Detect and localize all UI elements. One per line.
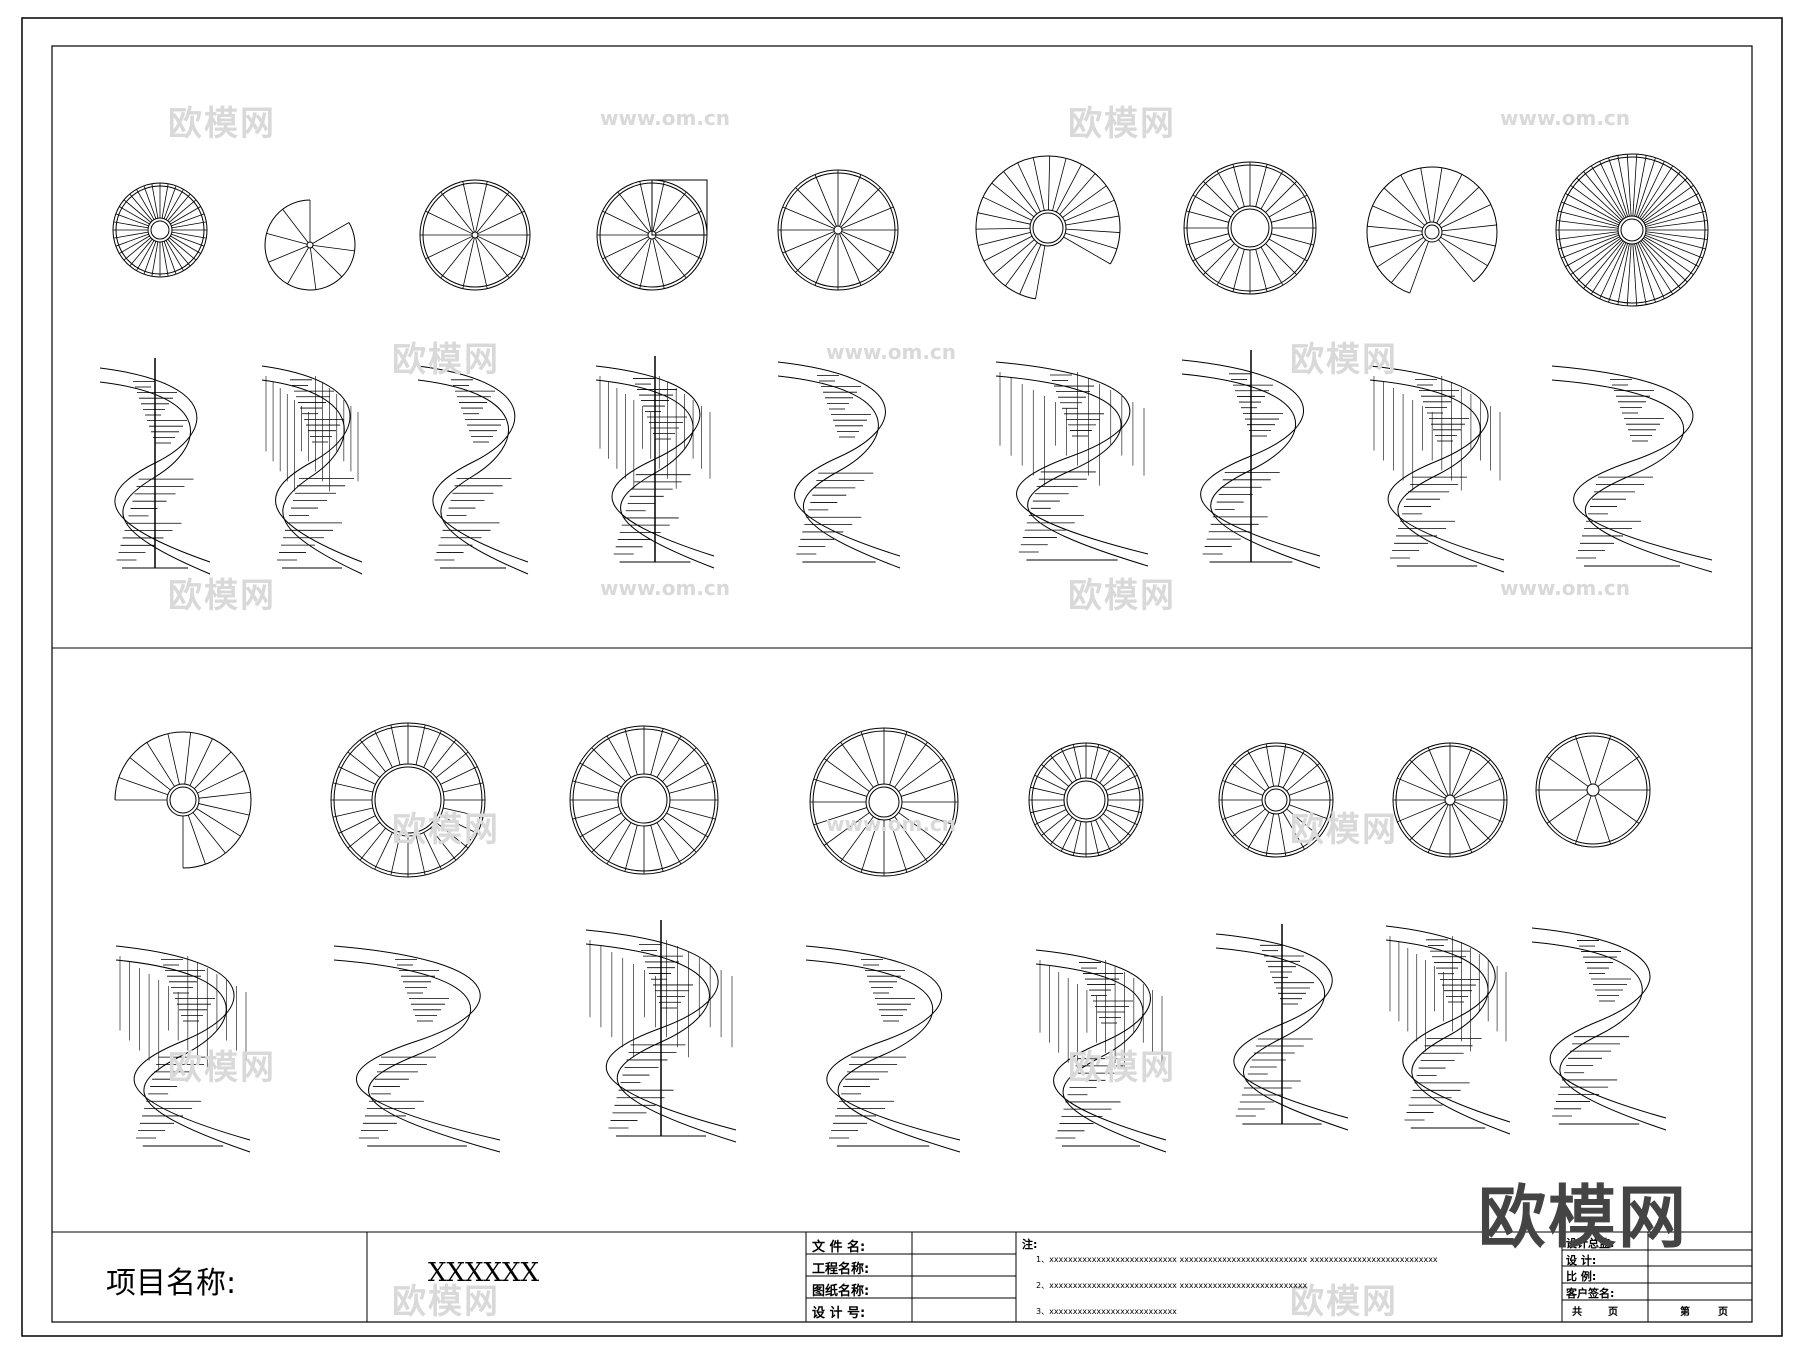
page-unit-label: 页 <box>1718 1307 1728 1318</box>
scale-label: 比 例: <box>1566 1270 1597 1283</box>
notes-heading: 注: <box>1022 1238 1038 1251</box>
stair-elevation-views <box>99 350 1713 1153</box>
design-director-label: 设计总监: <box>1566 1237 1615 1250</box>
stair-plan <box>569 725 719 875</box>
note-line: 2、xxxxxxxxxxxxxxxxxxxxxxxxxxx xxxxxxxxxx… <box>1036 1281 1308 1290</box>
stair-plan <box>975 155 1121 300</box>
stair-elevation <box>585 920 737 1143</box>
stair-plan <box>777 169 899 291</box>
stair-plan <box>1555 153 1709 307</box>
stair-plan <box>1183 161 1317 295</box>
design-number-label: 设 计 号: <box>812 1306 866 1321</box>
page-unit-label: 页 <box>1608 1307 1618 1318</box>
project-name-value: XXXXXX <box>428 1258 540 1288</box>
client-signature-label: 客户签名: <box>1566 1287 1615 1300</box>
stair-plan <box>809 727 959 877</box>
stair-plan <box>112 182 208 278</box>
stair-plan <box>419 179 531 291</box>
stair-elevation <box>1551 365 1713 573</box>
inner-border <box>51 45 1753 1323</box>
outer-border <box>21 17 1783 1337</box>
stair-plan <box>114 731 252 869</box>
stair-plan <box>1218 742 1334 858</box>
stair-plan <box>1028 742 1144 858</box>
stair-elevation <box>1035 949 1167 1153</box>
stair-elevation <box>995 361 1149 567</box>
stair-elevation <box>1369 365 1505 573</box>
stair-elevation <box>333 945 501 1153</box>
stair-plan <box>596 179 708 291</box>
stair-elevation <box>1181 350 1321 569</box>
stair-elevation <box>99 358 211 575</box>
title-block <box>52 1231 1752 1322</box>
project-title-label: 工程名称: <box>812 1262 870 1277</box>
designer-label: 设 计: <box>1566 1254 1597 1267</box>
stair-plan <box>1366 166 1498 294</box>
stair-plan-views <box>112 153 1709 878</box>
stair-elevation <box>261 365 363 575</box>
page-current-label: 第 <box>1680 1307 1690 1318</box>
stair-elevation <box>1531 927 1667 1131</box>
stair-plan <box>1535 732 1651 848</box>
stair-elevation <box>1385 925 1511 1135</box>
stair-elevation <box>1215 924 1349 1131</box>
drawing-name-label: 图纸名称: <box>812 1284 870 1299</box>
stair-elevation <box>115 945 251 1153</box>
project-name-label: 项目名称: <box>106 1266 237 1301</box>
page-total-label: 共 <box>1572 1307 1582 1318</box>
stair-elevation <box>805 945 961 1153</box>
stair-plan <box>264 199 356 291</box>
stair-elevation <box>777 361 901 569</box>
note-line: 1、xxxxxxxxxxxxxxxxxxxxxxxxxxx xxxxxxxxxx… <box>1036 1255 1438 1264</box>
file-field-label: 文 件 名: <box>812 1240 866 1255</box>
stair-elevation <box>417 365 529 575</box>
corner-brand-logo: 欧模网 <box>1478 1179 1689 1258</box>
stair-plan <box>330 722 486 878</box>
stair-plan <box>1392 742 1508 858</box>
note-line: 3、xxxxxxxxxxxxxxxxxxxxxxxxxxx <box>1036 1307 1177 1316</box>
stair-elevation <box>595 356 715 569</box>
